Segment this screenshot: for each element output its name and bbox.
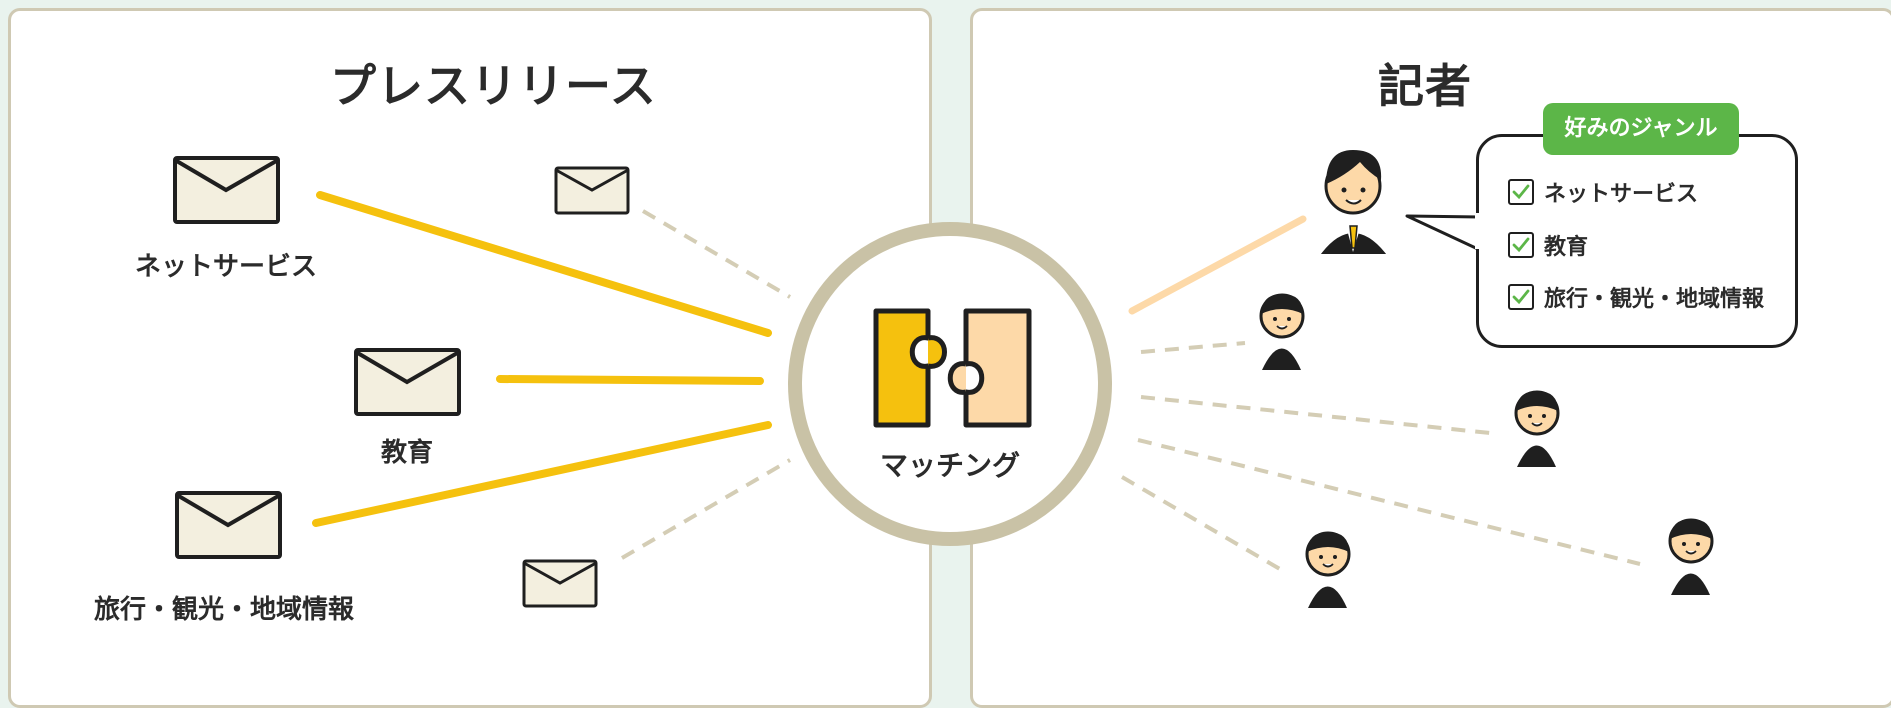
journalist-avatar-5	[1307, 532, 1349, 608]
dashed-line-journalist-3	[1141, 397, 1490, 433]
dashed-line-envelope-top	[643, 211, 790, 297]
check-icon	[1512, 288, 1530, 306]
genre-tag: 好みのジャンル	[1543, 103, 1739, 155]
connection-line-education	[500, 379, 760, 381]
check-icon	[1512, 236, 1530, 254]
journalist-avatar-3	[1516, 391, 1558, 467]
journalist-main-avatar	[1322, 150, 1385, 253]
release-label-travel: 旅行・観光・地域情報	[94, 589, 354, 626]
journalist-title: 記者	[1378, 50, 1472, 116]
release-label-net: ネットサービス	[135, 246, 317, 283]
genre-item: ネットサービス	[1508, 176, 1698, 208]
genre-label: ネットサービス	[1544, 176, 1698, 208]
connection-line-net	[320, 195, 768, 333]
envelope-icon-travel	[177, 493, 280, 557]
dashed-line-journalist-4	[1138, 440, 1640, 564]
matching-label: マッチング	[880, 444, 1020, 484]
dashed-line-envelope-bottom	[622, 460, 790, 558]
checkbox-checked[interactable]	[1508, 179, 1534, 205]
journalist-avatar-2	[1261, 294, 1303, 370]
envelope-icon-net	[175, 158, 278, 222]
release-label-education: 教育	[381, 432, 433, 469]
envelope-icon-small-top	[556, 168, 628, 213]
check-icon	[1512, 183, 1530, 201]
checkbox-checked[interactable]	[1508, 284, 1534, 310]
dashed-line-journalist-5	[1122, 477, 1285, 572]
puzzle-piece-right	[966, 311, 1029, 425]
envelope-icon-small-bottom	[524, 561, 596, 606]
envelope-icon-education	[356, 350, 459, 414]
genre-item: 旅行・観光・地域情報	[1508, 281, 1764, 313]
journalist-avatar-4	[1670, 519, 1712, 595]
dashed-line-journalist-2	[1141, 343, 1245, 352]
press-release-title: プレスリリース	[330, 50, 657, 116]
puzzle-piece-left	[876, 311, 928, 425]
genre-item: 教育	[1508, 229, 1588, 261]
checkbox-checked[interactable]	[1508, 232, 1534, 258]
genre-label: 教育	[1544, 229, 1588, 261]
genre-label: 旅行・観光・地域情報	[1544, 281, 1764, 313]
